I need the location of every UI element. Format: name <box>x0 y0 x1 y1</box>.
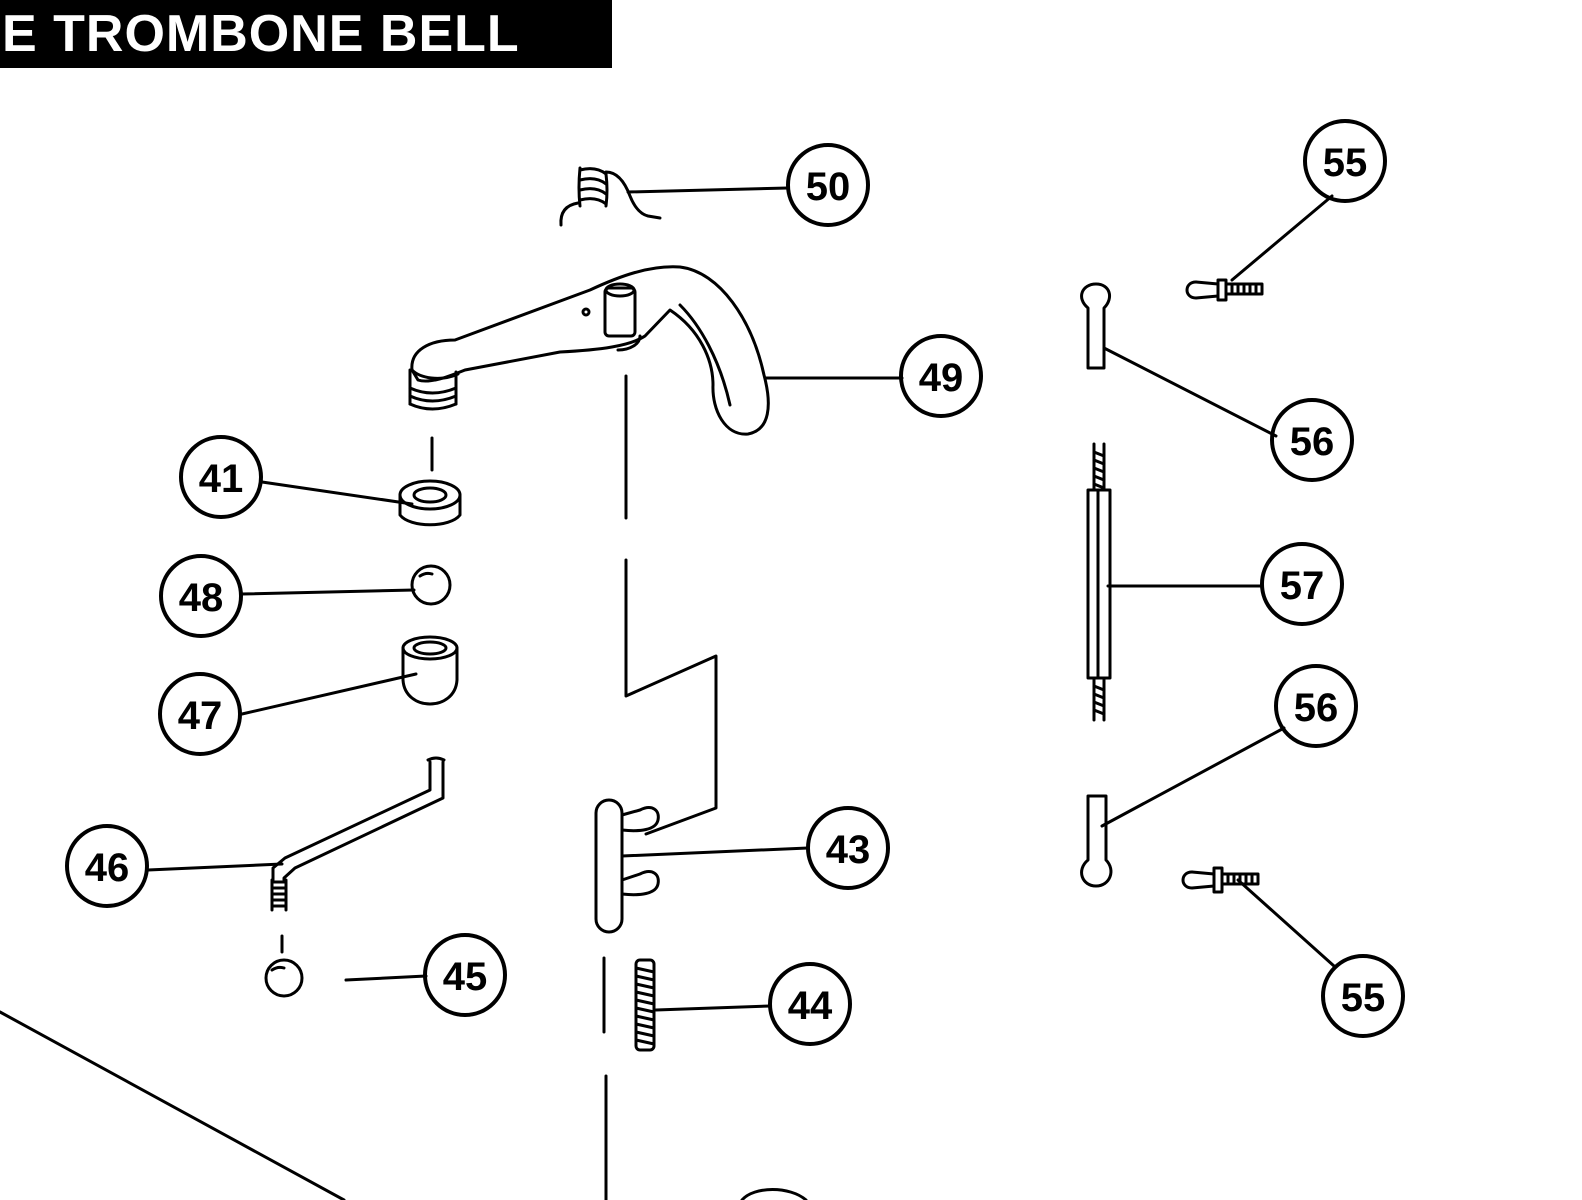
callout-56-top: 56 <box>1270 398 1354 482</box>
callout-43-label: 43 <box>826 828 871 872</box>
part-45-ball <box>264 958 304 998</box>
callout-48-label: 48 <box>179 576 224 620</box>
callout-56-bottom: 56 <box>1274 664 1358 748</box>
callout-50-label: 50 <box>806 165 851 209</box>
callout-55-top: 55 <box>1303 119 1387 203</box>
part-57-rod <box>1086 442 1112 722</box>
callout-57: 57 <box>1260 542 1344 626</box>
part-49-lever <box>408 265 770 436</box>
callout-46: 46 <box>65 824 149 908</box>
part-56-pin-bottom <box>1080 794 1113 888</box>
callout-56-top-label: 56 <box>1290 420 1335 464</box>
callout-43: 43 <box>806 806 890 890</box>
callout-45: 45 <box>423 933 507 1017</box>
part-55-screw-bottom <box>1181 866 1260 894</box>
callout-44-label: 44 <box>788 984 833 1028</box>
part-48-ball <box>410 564 452 606</box>
callout-57-label: 57 <box>1280 564 1325 608</box>
callout-50: 50 <box>786 143 870 227</box>
part-46-rod <box>270 756 446 912</box>
part-47-cup <box>401 635 459 706</box>
callout-56-bottom-label: 56 <box>1294 686 1339 730</box>
part-44-screw <box>634 958 656 1052</box>
callout-55-bottom-label: 55 <box>1341 976 1386 1020</box>
callout-47: 47 <box>158 672 242 756</box>
callout-44: 44 <box>768 962 852 1046</box>
leader-lines <box>146 186 1336 1012</box>
page-title: E TROMBONE BELL <box>2 5 520 63</box>
assembly-centerlines <box>0 374 808 1200</box>
callout-46-label: 46 <box>85 846 130 890</box>
callout-49: 49 <box>899 334 983 418</box>
part-55-screw-top <box>1185 278 1264 302</box>
callout-47-label: 47 <box>178 694 223 738</box>
callout-41-label: 41 <box>199 457 244 501</box>
callout-48: 48 <box>159 554 243 638</box>
part-50-spring <box>559 166 662 227</box>
part-43-bracket <box>594 798 660 934</box>
part-41-nut <box>398 479 462 527</box>
header-bar: E TROMBONE BELL <box>0 0 612 68</box>
callout-55-top-label: 55 <box>1323 141 1368 185</box>
callout-55-bottom: 55 <box>1321 954 1405 1038</box>
part-56-pin-top <box>1080 282 1112 370</box>
callout-45-label: 45 <box>443 955 488 999</box>
callout-41: 41 <box>179 435 263 519</box>
callout-49-label: 49 <box>919 356 964 400</box>
